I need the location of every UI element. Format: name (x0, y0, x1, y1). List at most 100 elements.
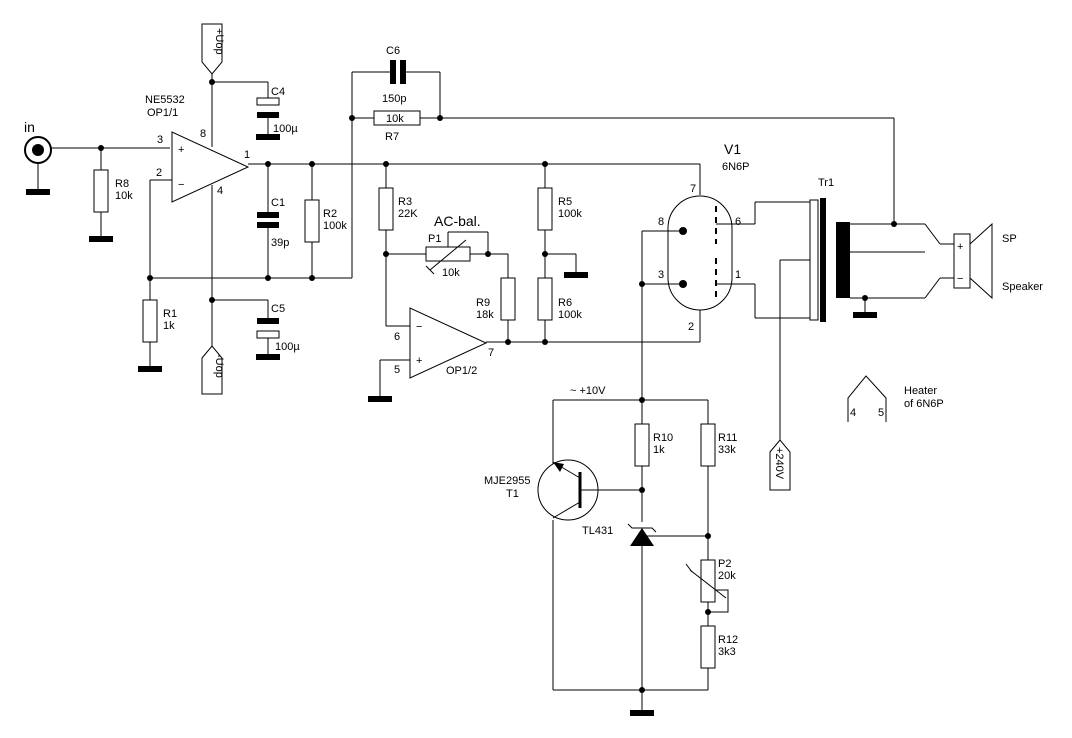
r2-value: 100k (323, 220, 347, 232)
r8-value: 10k (115, 190, 133, 202)
v1-type: 6N6P (722, 161, 750, 173)
supply-neg-label: -Uop (213, 354, 225, 378)
t1-label: T1 (506, 488, 519, 500)
resistor-r11 (700, 400, 716, 539)
resistor-r6 (537, 277, 553, 342)
capacitor-c6 (351, 60, 441, 118)
resistor-r10 (634, 400, 650, 522)
r12-value: 3k3 (718, 646, 736, 658)
op1-pin3: 3 (157, 134, 163, 146)
p2-value: 20k (718, 570, 736, 582)
v1-pin2: 2 (688, 321, 694, 333)
resistor-r1 (138, 278, 162, 372)
resistor-r9 (500, 277, 516, 342)
c6-value: 150p (382, 93, 406, 105)
supply-pos-label: +Uop (213, 28, 225, 55)
potentiometer-p2 (685, 536, 729, 626)
op1-pin1: 1 (244, 149, 250, 161)
resistor-r8 (89, 145, 113, 242)
r6-value: 100k (558, 309, 582, 321)
r9-value: 18k (476, 309, 494, 321)
op1-name: OP1/1 (147, 107, 178, 119)
capacitor-c5 (256, 300, 280, 360)
op2-name: OP1/2 (446, 365, 477, 377)
op2-minus: − (416, 321, 422, 333)
speaker: + − (924, 222, 993, 300)
p1-value: 10k (442, 267, 460, 279)
r7-value: 10k (386, 113, 404, 125)
heater-symbol (847, 375, 887, 422)
c4-value: 100µ (273, 123, 298, 135)
r9-label: R9 (476, 297, 490, 309)
op2-plus: + (416, 355, 422, 367)
input-label: in (24, 119, 35, 135)
p2-label: P2 (718, 558, 731, 570)
r12-label: R12 (718, 634, 738, 646)
transistor-t1 (537, 459, 642, 521)
c5-label: C5 (271, 303, 285, 315)
potentiometer-p1 (386, 231, 509, 278)
heater-pin4: 4 (850, 407, 856, 419)
r11-label: R11 (718, 432, 737, 444)
v10-label: ~ +10V (570, 385, 606, 397)
op1-pin4: 4 (217, 185, 223, 197)
r10-value: 1k (653, 444, 665, 456)
op1-pin2: 2 (156, 167, 162, 179)
resistor-r12 (700, 625, 716, 690)
v1-pin1: 1 (735, 269, 741, 281)
heater-label-2: of 6N6P (904, 398, 944, 410)
c6-label: C6 (386, 45, 400, 57)
input-jack (24, 136, 170, 195)
r5-label: R5 (558, 196, 572, 208)
r1-value: 1k (163, 320, 175, 332)
supply-240v-label: +240V (773, 447, 785, 480)
p1-label: P1 (428, 233, 441, 245)
svg-text:−: − (957, 273, 963, 285)
ac-bal-label: AC-bal. (434, 213, 481, 229)
heater-label: Heater (904, 385, 937, 397)
capacitor-c4 (256, 82, 280, 140)
resistor-r2 (304, 164, 320, 281)
op1-plus: + (178, 144, 184, 156)
resistor-r5 (537, 164, 588, 278)
op2-pin7: 7 (488, 347, 494, 359)
r3-value: 22K (398, 208, 418, 220)
c1-label: C1 (271, 197, 285, 209)
tl431-label: TL431 (582, 525, 613, 537)
v1-pin8: 8 (658, 216, 664, 228)
heater-pin5: 5 (878, 407, 884, 419)
resistor-r3 (378, 161, 394, 326)
r7-label: R7 (385, 131, 399, 143)
r8-label: R8 (115, 178, 129, 190)
op1-pin8: 8 (200, 128, 206, 140)
transformer-tr1 (754, 198, 925, 440)
v1-pin6: 6 (735, 216, 741, 228)
capacitor-c1 (257, 164, 279, 281)
resistor-r7 (349, 110, 895, 224)
t1-type: MJE2955 (484, 475, 530, 487)
r6-label: R6 (558, 297, 572, 309)
v1-label: V1 (724, 141, 741, 157)
svg-text:+: + (957, 241, 963, 253)
c5-value: 100µ (275, 341, 300, 353)
op1-minus: − (178, 179, 184, 191)
sp-label: SP (1002, 233, 1017, 245)
op2-pin5: 5 (394, 364, 400, 376)
v1-pin7: 7 (690, 183, 696, 195)
r5-value: 100k (558, 208, 582, 220)
regulator-circuit (552, 397, 708, 716)
op2-pin6: 6 (394, 331, 400, 343)
op1-type: NE5532 (145, 94, 185, 106)
supply-240v (769, 439, 791, 491)
tr1-label: Tr1 (818, 177, 834, 189)
c4-label: C4 (271, 86, 285, 98)
v1-pin3: 3 (658, 269, 664, 281)
zener-tl431 (627, 523, 708, 690)
r10-label: R10 (653, 432, 673, 444)
tube-v1 (639, 195, 755, 400)
r1-label: R1 (163, 308, 177, 320)
opamp-op2 (368, 307, 700, 402)
r11-value: 33k (718, 444, 736, 456)
c1-value: 39p (271, 237, 289, 249)
